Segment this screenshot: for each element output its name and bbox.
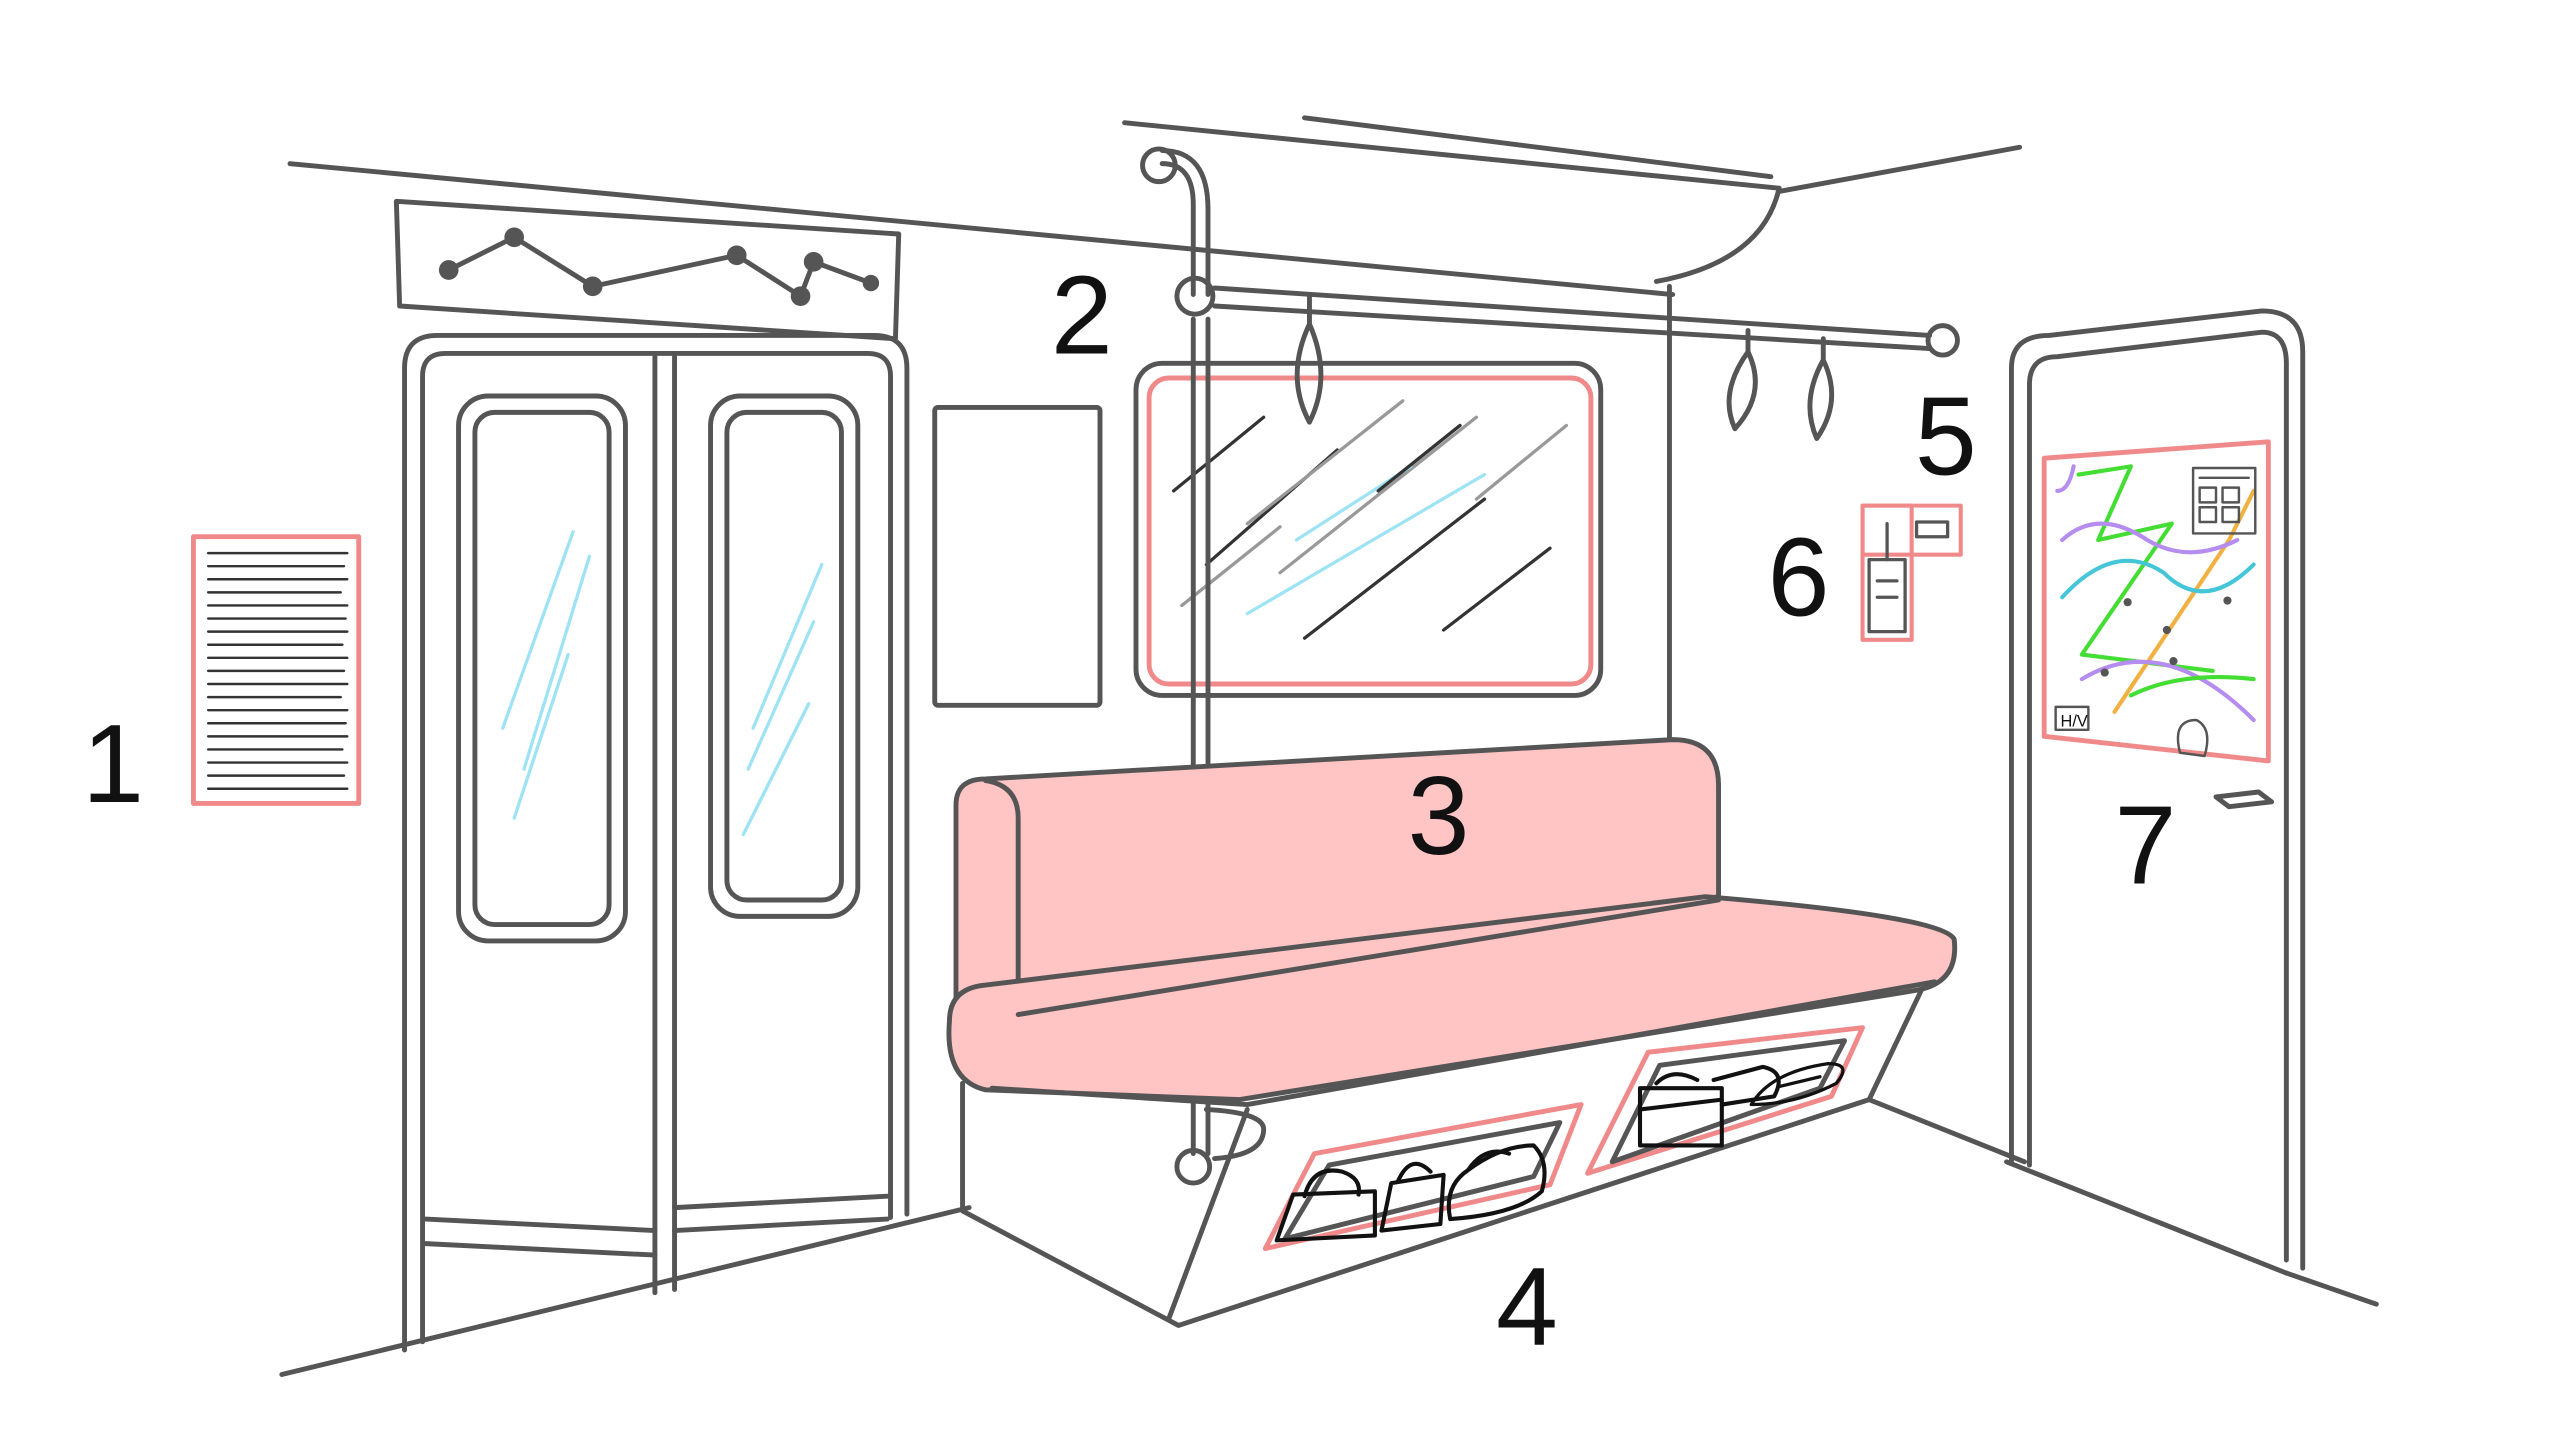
route-map-poster: H/V bbox=[2041, 439, 2271, 764]
strap-handle-icon bbox=[1294, 292, 1835, 441]
door-window-right bbox=[708, 393, 861, 919]
car-structure bbox=[279, 115, 2379, 1378]
emergency-intercom-panel bbox=[1860, 503, 1963, 642]
end-door bbox=[2009, 308, 2306, 1271]
door-window-left bbox=[456, 393, 628, 944]
callout-5: 5 bbox=[1915, 374, 1977, 499]
route-line-display bbox=[393, 198, 902, 342]
sliding-doors bbox=[402, 333, 910, 1353]
map-corner-label: H/V bbox=[2061, 713, 2088, 731]
callout-1: 1 bbox=[82, 701, 144, 826]
under-seat-storage bbox=[960, 987, 1924, 1328]
handbag-icon bbox=[1274, 1143, 1547, 1243]
callout-6: 6 bbox=[1768, 514, 1830, 639]
route-line-icon bbox=[438, 227, 880, 306]
callout-2: 2 bbox=[1051, 252, 1113, 377]
suitcase-icon bbox=[1637, 1064, 1781, 1148]
wall-panel bbox=[932, 405, 1103, 708]
door-handle-icon bbox=[2213, 789, 2275, 810]
bench-seat bbox=[946, 737, 1958, 1161]
callout-labels: 1 2 3 4 5 6 7 bbox=[82, 252, 2176, 1369]
callout-7: 7 bbox=[2115, 783, 2177, 908]
side-window bbox=[1133, 360, 1604, 698]
callout-3: 3 bbox=[1408, 753, 1470, 878]
callout-4: 4 bbox=[1496, 1244, 1558, 1369]
wall-notice bbox=[190, 534, 362, 806]
skateboard-icon bbox=[1749, 1062, 1845, 1107]
